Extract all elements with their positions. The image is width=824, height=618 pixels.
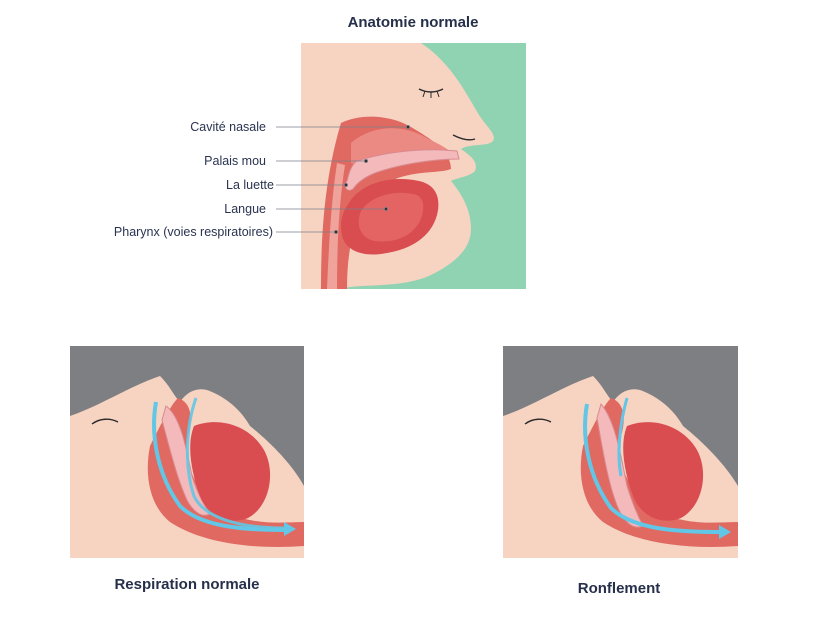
tongue: [190, 422, 271, 521]
airway: [327, 163, 345, 289]
eyelash-icon: [422, 90, 440, 98]
airflow-arrow-2: [617, 397, 629, 477]
label-pharynx: Pharynx (voies respiratoires): [113, 225, 273, 239]
eye-icon: [91, 418, 119, 425]
airflow-arrow: [583, 403, 720, 534]
panel-ronflement: [503, 346, 738, 558]
anatomy-illustration: [301, 43, 526, 289]
arrowhead-icon: [284, 522, 296, 536]
eye-icon: [524, 418, 552, 425]
title-respiration-normale: Respiration normale: [114, 576, 260, 593]
breathing-normal-illustration: [70, 346, 304, 558]
tongue-highlight: [358, 192, 424, 242]
panel-respiration-normale: [70, 346, 304, 558]
label-langue: Langue: [224, 202, 266, 216]
label-la-luette: La luette: [226, 178, 274, 192]
soft-palate: [344, 149, 460, 191]
title-ronflement: Ronflement: [577, 580, 661, 597]
label-palais-mou: Palais mou: [204, 154, 266, 168]
nostril-icon: [452, 134, 476, 141]
title-anatomie-normale: Anatomie normale: [347, 14, 479, 31]
arrowhead-icon: [719, 525, 731, 539]
snoring-illustration: [503, 346, 738, 558]
label-cavite-nasale: Cavité nasale: [190, 120, 266, 134]
airflow-arrow: [152, 401, 285, 532]
tongue: [623, 422, 704, 521]
panel-anatomie-normale: [301, 43, 526, 289]
airflow-arrow-2: [185, 397, 285, 530]
